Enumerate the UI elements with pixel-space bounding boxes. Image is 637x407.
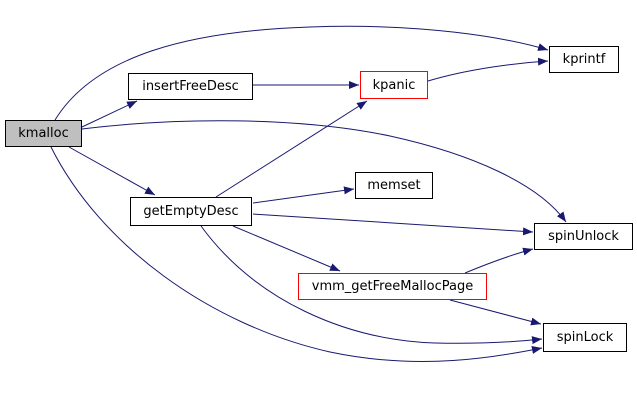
edge-vmm_getFreeMallocPage-to-spinLock (449, 299, 542, 326)
node-kpanic[interactable]: kpanic (360, 71, 428, 99)
node-label: vmm_getFreeMallocPage (311, 279, 474, 294)
edge-getEmptyDesc-to-vmm_getFreeMallocPage (232, 225, 341, 272)
node-insertFreeDesc[interactable]: insertFreeDesc (128, 73, 253, 100)
edge-getEmptyDesc-to-memset (252, 186, 355, 204)
node-label: getEmptyDesc (143, 204, 239, 219)
edge-kmalloc-to-getEmptyDesc (68, 146, 156, 196)
edge-kmalloc-to-kprintf (54, 25, 549, 121)
node-label: insertFreeDesc (142, 79, 239, 94)
node-label: kpanic (372, 77, 416, 93)
node-kprintf[interactable]: kprintf (549, 46, 619, 73)
edge-getEmptyDesc-to-spinLock (200, 225, 543, 345)
node-getEmptyDesc[interactable]: getEmptyDesc (130, 197, 252, 226)
edge-vmm_getFreeMallocPage-to-spinUnlock (464, 247, 534, 274)
node-memset[interactable]: memset (355, 172, 433, 199)
node-label: memset (367, 178, 421, 193)
node-label: kprintf (562, 52, 606, 67)
node-spinUnlock[interactable]: spinUnlock (534, 223, 633, 250)
node-label: spinLock (556, 330, 614, 345)
edge-getEmptyDesc-to-kpanic (215, 100, 368, 198)
node-label: spinUnlock (548, 229, 619, 244)
node-spinLock[interactable]: spinLock (543, 323, 627, 352)
node-kmalloc[interactable]: kmalloc (5, 120, 82, 147)
node-vmm_getFreeMallocPage[interactable]: vmm_getFreeMallocPage (298, 273, 487, 300)
edge-kmalloc-to-spinLock (50, 146, 543, 362)
edge-getEmptyDesc-to-spinUnlock (252, 213, 534, 236)
node-label: kmalloc (18, 126, 69, 141)
edge-kmalloc-to-spinUnlock (81, 120, 567, 223)
edge-kpanic-to-kprintf (427, 57, 549, 82)
edge-kmalloc-to-insertFreeDesc (81, 100, 138, 128)
